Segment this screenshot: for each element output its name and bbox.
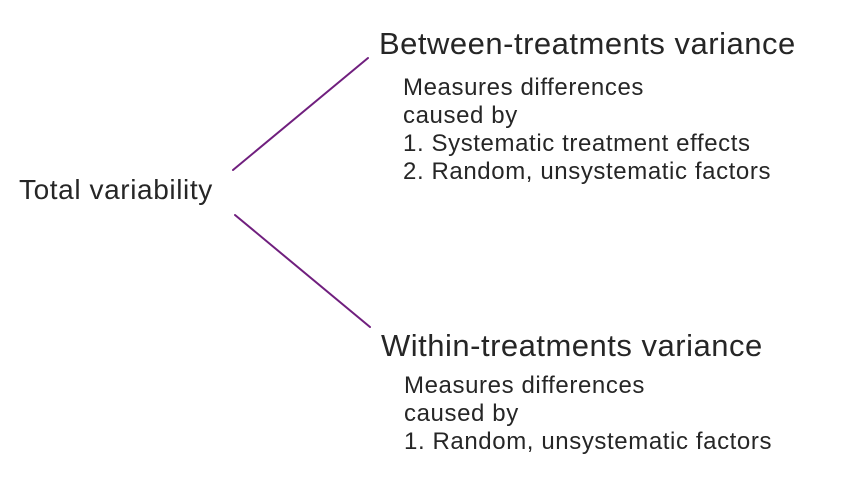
branch-description-between: Measures differences caused by 1. System… [403,74,771,186]
description-line: caused by [404,400,519,427]
description-line: caused by [403,102,518,129]
branch-description-within: Measures differences caused by 1. Random… [404,372,772,456]
branch-title-between-treatments: Between-treatments variance [379,26,796,61]
description-line: 1. Systematic treatment effects [403,130,751,157]
branch-connector-lower [234,214,371,328]
description-line: Measures differences [403,74,645,101]
branch-connector-upper [232,57,369,171]
root-label-total-variability: Total variability [19,174,213,205]
description-line: 2. Random, unsystematic factors [403,158,772,185]
description-line: Measures differences [404,372,646,399]
description-line: 1. Random, unsystematic factors [404,428,773,455]
branch-title-within-treatments: Within-treatments variance [381,328,763,363]
